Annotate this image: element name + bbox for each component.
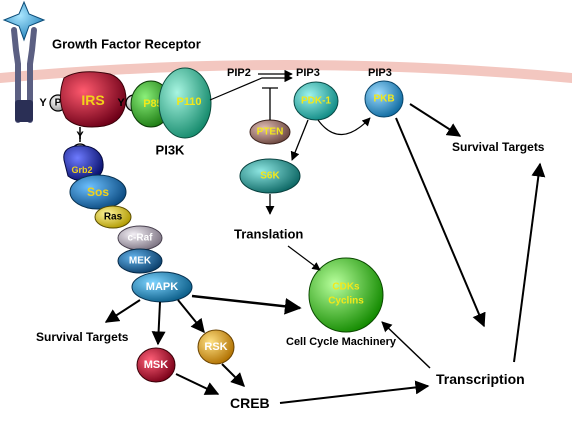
arrow-pkb-transcription (395, 117, 486, 328)
ras-label: Ras (104, 212, 123, 223)
arrow-msk-creb (175, 373, 220, 395)
p85-label: P85 (143, 98, 163, 110)
arrow-mapk-msk (151, 301, 166, 346)
arrow-pdk1-pkb (317, 117, 371, 136)
irs-y-label: Y (117, 97, 125, 109)
mek-node (117, 248, 163, 274)
grb2-label: Grb2 (71, 165, 92, 175)
receptor-ligand-star-icon (2, 0, 46, 42)
arrow-mapk-rsk (177, 299, 205, 334)
pi3k-label: PI3K (156, 143, 186, 158)
irs-label: IRS (81, 92, 104, 108)
cell-cycle-machinery-label: Cell Cycle Machinery (286, 336, 397, 348)
cyclins-label: Cyclins (328, 296, 364, 307)
s6k-label: S6K (260, 171, 280, 182)
cdks-cyclins-node (308, 257, 384, 333)
arrow-creb-transcription (279, 380, 430, 404)
arrow-mapk-cdks (191, 294, 302, 315)
rsk-label: RSK (204, 341, 227, 353)
sos-label: Sos (87, 185, 109, 199)
msk-node (136, 347, 176, 383)
inhibit-pten-pip3 (262, 87, 278, 120)
p110-node (158, 67, 212, 139)
pip2-label: PIP2 (227, 67, 251, 79)
msk-label: MSK (144, 359, 169, 371)
sos-node (69, 174, 127, 210)
pkb-label: PKB (373, 94, 394, 105)
cell-membrane (0, 60, 572, 83)
receptor-phosphate-label: P (55, 98, 62, 109)
arrow-pkb-survival (409, 103, 462, 137)
pkb-node (364, 80, 404, 118)
arrow-pdk1-s6k (290, 119, 309, 161)
arrow-transcription-cdks (381, 321, 431, 369)
survival-targets-right: Survival Targets (452, 140, 545, 154)
cdks-label: CDKs (332, 282, 360, 293)
pten-label: PTEN (257, 127, 284, 138)
rsk-node (197, 329, 235, 365)
pathway-arrows (79, 69, 546, 404)
irs-node (60, 71, 127, 128)
pip3-label-pkb: PIP3 (368, 67, 392, 79)
arrow-pi3k-pip3 (209, 73, 293, 101)
receptor-title: Growth Factor Receptor (52, 37, 201, 52)
arrow-mapk-survival (104, 299, 141, 323)
arrow-transcription-survival (513, 162, 546, 363)
pip3-label-pdk1: PIP3 (296, 67, 320, 79)
pdk1-label: PDK-1 (301, 96, 331, 107)
pdk1-node (293, 81, 339, 121)
creb-label: CREB (230, 395, 270, 411)
transcription-label: Transcription (436, 371, 525, 387)
arrow-rsk-creb (221, 363, 245, 387)
mek-label: MEK (129, 256, 152, 267)
arrow-translation-cdks (287, 245, 321, 271)
translation-label: Translation (234, 227, 303, 242)
mapk-label: MAPK (146, 281, 178, 293)
ras-node (94, 205, 132, 229)
receptor-y-label: Y (39, 97, 47, 109)
mapk-node (131, 271, 193, 303)
craf-label: c-Raf (127, 233, 153, 244)
growth-factor-receptor (2, 0, 46, 123)
p110-label: P110 (176, 96, 201, 108)
survival-targets-left: Survival Targets (36, 330, 129, 344)
s6k-node (239, 158, 301, 194)
